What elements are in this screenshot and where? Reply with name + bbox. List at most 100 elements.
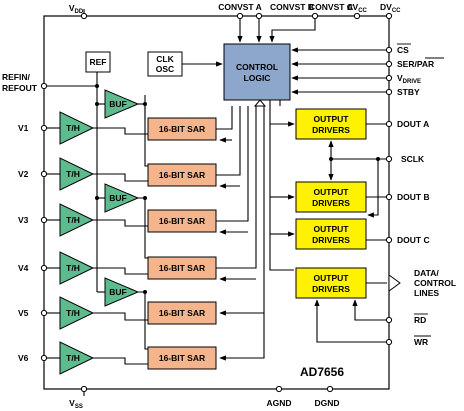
- svg-text:BUF: BUF: [109, 287, 126, 297]
- output-drivers-b: OUTPUT DRIVERS: [295, 181, 367, 213]
- pin-convst-a: CONVST A: [218, 2, 262, 43]
- pin-refin-refout: REFIN/ REFOUT: [2, 72, 48, 93]
- svg-text:OUTPUT: OUTPUT: [314, 187, 350, 197]
- pin-dout-b: DOUT B: [366, 192, 430, 202]
- pin-dout-c: DOUT C: [366, 235, 430, 245]
- pin-v1: V1: [18, 123, 48, 133]
- svg-text:REFIN/: REFIN/: [2, 72, 31, 82]
- svg-text:DRIVERS: DRIVERS: [312, 198, 350, 208]
- pin-stby: STBY: [291, 87, 420, 97]
- th-amp-5: T/H: [59, 296, 95, 330]
- svg-text:VDD: VDD: [69, 3, 84, 15]
- pin-rd: RD: [352, 299, 428, 325]
- svg-text:VDRIVE: VDRIVE: [397, 73, 421, 85]
- sar-5: 16-BIT SAR: [147, 301, 217, 325]
- th-amp-4: T/H: [59, 251, 95, 285]
- svg-text:DGND: DGND: [314, 398, 339, 408]
- svg-text:LINES: LINES: [414, 288, 439, 298]
- svg-text:V2: V2: [18, 169, 29, 179]
- chip-outline: [43, 15, 390, 390]
- pin-cs: CS: [291, 43, 411, 55]
- svg-text:CS: CS: [397, 45, 409, 55]
- pin-avcc: AVCC: [347, 2, 368, 20]
- svg-text:REF: REF: [90, 57, 107, 67]
- svg-text:16-BIT SAR: 16-BIT SAR: [159, 308, 205, 318]
- svg-text:V1: V1: [18, 123, 29, 133]
- pin-vdrive: VDRIVE: [291, 73, 421, 85]
- buf-amp-1: BUF: [104, 89, 140, 119]
- sar-3: 16-BIT SAR: [147, 209, 217, 233]
- pin-convst-b: CONVST B: [255, 2, 314, 43]
- buf-amp-3: BUF: [104, 277, 140, 307]
- svg-text:DOUT C: DOUT C: [397, 235, 430, 245]
- ref-block: REF: [85, 51, 111, 73]
- sar-2: 16-BIT SAR: [147, 163, 217, 187]
- svg-text:VSS: VSS: [69, 398, 83, 410]
- sar-bus-wires: [216, 99, 267, 361]
- svg-text:T/H: T/H: [66, 263, 80, 273]
- svg-text:16-BIT SAR: 16-BIT SAR: [159, 263, 205, 273]
- pin-vdd: VDD: [69, 3, 88, 20]
- svg-text:T/H: T/H: [66, 353, 80, 363]
- svg-text:SER/PAR: SER/PAR: [397, 59, 434, 69]
- pin-dgnd: DGND: [314, 385, 340, 408]
- svg-text:DRIVERS: DRIVERS: [312, 125, 350, 135]
- svg-text:SCLK: SCLK: [401, 154, 425, 164]
- svg-text:BUF: BUF: [109, 99, 126, 109]
- pin-dout-a: DOUT A: [366, 119, 429, 129]
- svg-text:DOUT B: DOUT B: [397, 192, 430, 202]
- svg-text:V6: V6: [18, 353, 29, 363]
- svg-text:T/H: T/H: [66, 308, 80, 318]
- th-amp-6: T/H: [59, 341, 95, 375]
- svg-text:WR: WR: [414, 337, 428, 347]
- svg-text:T/H: T/H: [66, 123, 80, 133]
- svg-text:V5: V5: [18, 308, 29, 318]
- input-wires: [47, 127, 60, 359]
- svg-text:V3: V3: [18, 215, 29, 225]
- sar-4: 16-BIT SAR: [147, 256, 217, 280]
- svg-text:T/H: T/H: [66, 215, 80, 225]
- svg-text:CONVST B: CONVST B: [270, 2, 314, 12]
- svg-text:OUTPUT: OUTPUT: [314, 114, 350, 124]
- pin-wr: WR: [314, 299, 431, 347]
- clk-osc-block: CLK OSC: [147, 51, 223, 77]
- svg-text:DVCC: DVCC: [380, 2, 401, 14]
- pin-dvcc: DVCC: [380, 2, 401, 20]
- output-drivers-c: OUTPUT DRIVERS: [295, 218, 367, 250]
- th-amp-3: T/H: [59, 203, 95, 237]
- svg-text:REFOUT: REFOUT: [2, 83, 38, 93]
- svg-text:OSC: OSC: [156, 64, 174, 74]
- output-drivers-parallel: OUTPUT DRIVERS: [295, 267, 367, 299]
- sar-1: 16-BIT SAR: [147, 117, 217, 141]
- svg-text:CONVST A: CONVST A: [218, 2, 262, 12]
- svg-text:LOGIC: LOGIC: [244, 73, 271, 83]
- svg-text:AGND: AGND: [266, 398, 291, 408]
- th-amp-2: T/H: [59, 157, 95, 191]
- svg-text:CONTROL: CONTROL: [236, 62, 278, 72]
- svg-text:16-BIT SAR: 16-BIT SAR: [159, 124, 205, 134]
- svg-text:CONTROL: CONTROL: [414, 278, 456, 288]
- th-output-wires: [93, 127, 148, 365]
- svg-text:16-BIT SAR: 16-BIT SAR: [159, 170, 205, 180]
- output-drivers-a: OUTPUT DRIVERS: [295, 108, 367, 140]
- th-amp-1: T/H: [59, 111, 95, 145]
- driver-input-wires: [270, 194, 295, 237]
- buf-amp-2: BUF: [104, 183, 140, 213]
- svg-text:DATA/: DATA/: [414, 268, 439, 278]
- pin-ser-par: SER/PAR: [291, 57, 444, 69]
- svg-text:RD: RD: [414, 315, 426, 325]
- pin-sclk: SCLK: [328, 140, 425, 218]
- pin-v5: V5: [18, 308, 48, 318]
- svg-text:DOUT A: DOUT A: [397, 119, 429, 129]
- buf-output-wires: [138, 95, 148, 350]
- pin-v4: V4: [18, 263, 48, 273]
- part-number: AD7656: [300, 365, 344, 379]
- svg-text:BUF: BUF: [109, 193, 126, 203]
- pin-convst-c: CONVST C: [269, 2, 353, 43]
- svg-text:CONVST C: CONVST C: [309, 2, 353, 12]
- svg-text:16-BIT SAR: 16-BIT SAR: [159, 353, 205, 363]
- sar-6: 16-BIT SAR: [147, 346, 217, 370]
- logic-to-drivers-wires: [269, 100, 295, 271]
